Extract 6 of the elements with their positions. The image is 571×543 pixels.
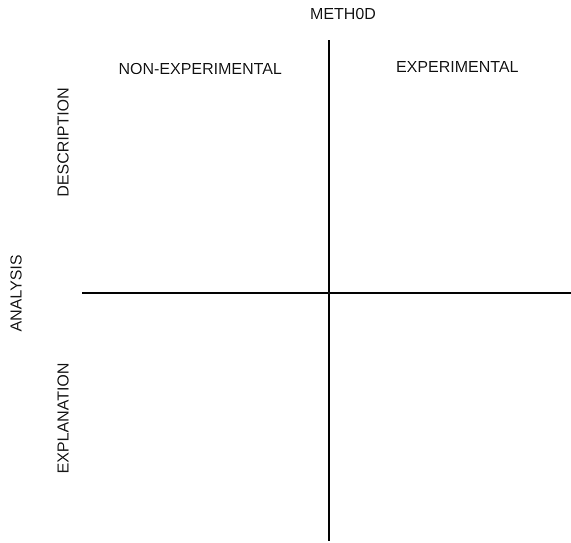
column-heading: EXPERIMENTAL [396,59,518,77]
axis-title: ANALYSIS [8,254,26,332]
row-heading: DESCRIPTION [55,87,74,197]
row-heading: EXPLANATION [54,362,73,474]
axis-title: METH0D [310,6,376,24]
column-heading: NON-EXPERIMENTAL [118,61,282,79]
